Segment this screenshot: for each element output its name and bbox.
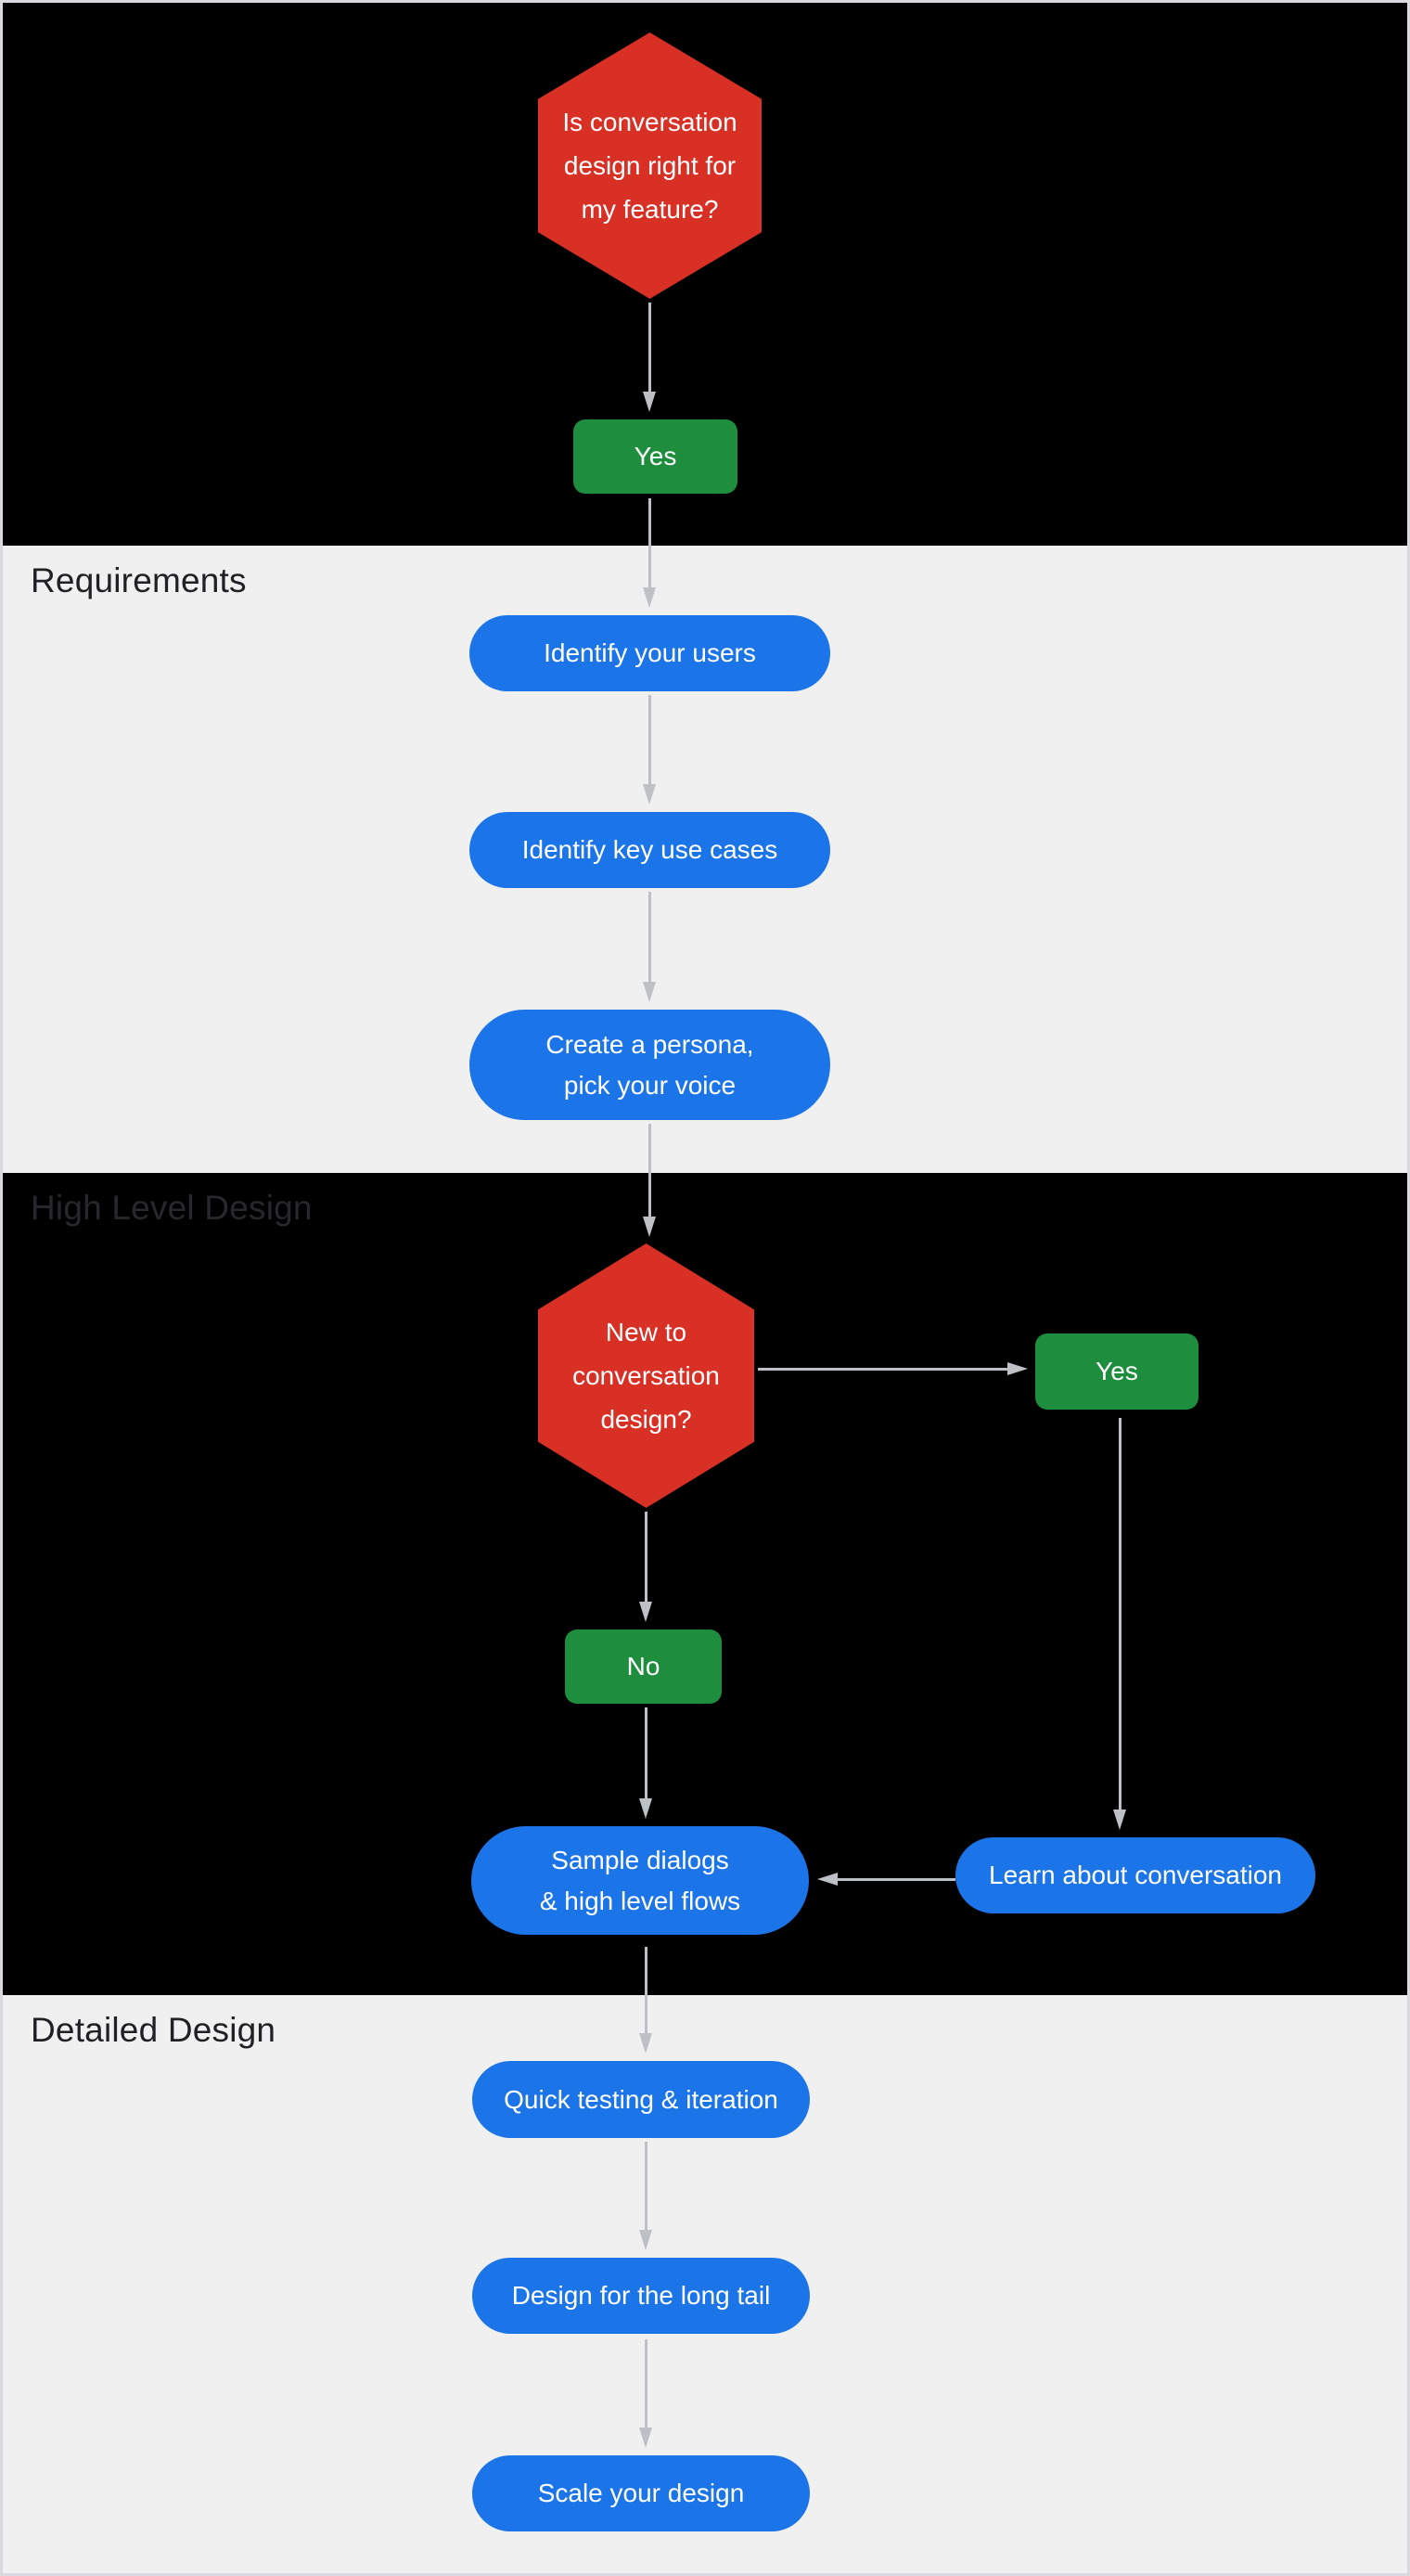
answer-no-node: No: [565, 1629, 722, 1704]
answer-yes-node-2: Yes: [1035, 1333, 1198, 1410]
arrow-new-decision-to-yes: [758, 1361, 1028, 1376]
step-quick-testing-iteration: Quick testing & iteration: [472, 2061, 810, 2138]
arrow-quick-testing-to-long-tail: [638, 2142, 653, 2250]
section-title-high-level-design: High Level Design: [31, 1189, 313, 1227]
step-design-for-long-tail: Design for the long tail: [472, 2258, 810, 2334]
step-identify-your-users: Identify your users: [469, 615, 830, 691]
arrow-start-to-yes: [642, 303, 657, 412]
answer-yes-node: Yes: [573, 419, 737, 494]
step-scale-your-design: Scale your design: [472, 2455, 810, 2531]
arrow-persona-to-new-decision: [642, 1124, 657, 1237]
arrow-yes-to-learn: [1112, 1418, 1127, 1830]
step-sample-dialogs-high-level-flows: Sample dialogs & high level flows: [471, 1826, 809, 1935]
step-learn-about-conversation: Learn about conversation: [955, 1837, 1315, 1913]
arrow-use-cases-to-persona: [642, 892, 657, 1002]
arrow-no-to-sample-dialogs: [638, 1707, 653, 1819]
arrow-yes-to-identify-users: [642, 498, 657, 608]
arrow-long-tail-to-scale: [638, 2339, 653, 2448]
step-create-persona-pick-voice: Create a persona, pick your voice: [469, 1010, 830, 1120]
section-title-requirements: Requirements: [31, 561, 247, 599]
arrow-users-to-use-cases: [642, 695, 657, 805]
arrow-new-decision-to-no: [638, 1512, 653, 1622]
decision-hexagon-is-conversation-design-right: Is conversation design right for my feat…: [538, 32, 762, 299]
section-title-detailed-design: Detailed Design: [31, 2011, 276, 2049]
step-identify-key-use-cases: Identify key use cases: [469, 812, 830, 888]
arrow-sample-to-quick-testing: [638, 1947, 653, 2054]
arrow-learn-to-sample-dialogs: [817, 1872, 955, 1887]
